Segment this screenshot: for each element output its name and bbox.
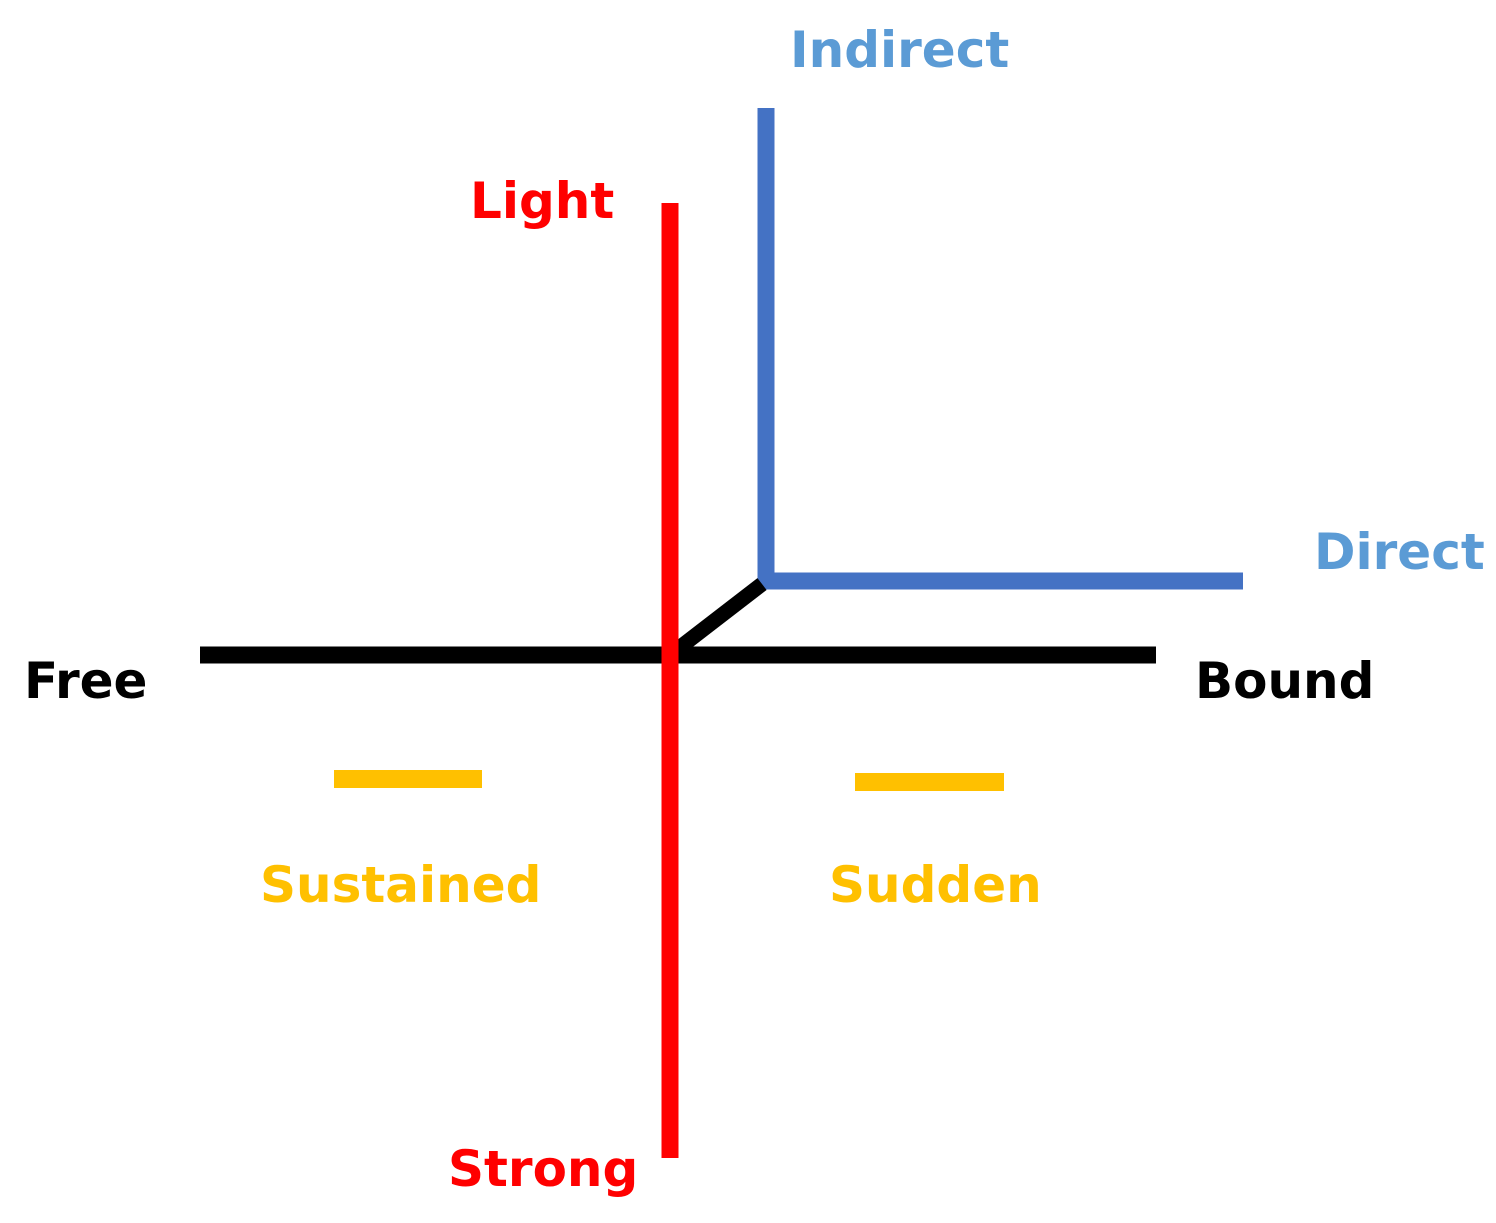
label-free: Free [24,652,148,710]
label-indirect: Indirect [790,21,1010,79]
diagonal-connector-line [665,578,767,661]
label-direct: Direct [1314,523,1485,581]
label-bound: Bound [1195,652,1375,710]
label-sustained: Sustained [260,856,542,914]
label-light: Light [470,172,615,230]
label-strong: Strong [448,1140,639,1198]
label-sudden: Sudden [829,856,1042,914]
